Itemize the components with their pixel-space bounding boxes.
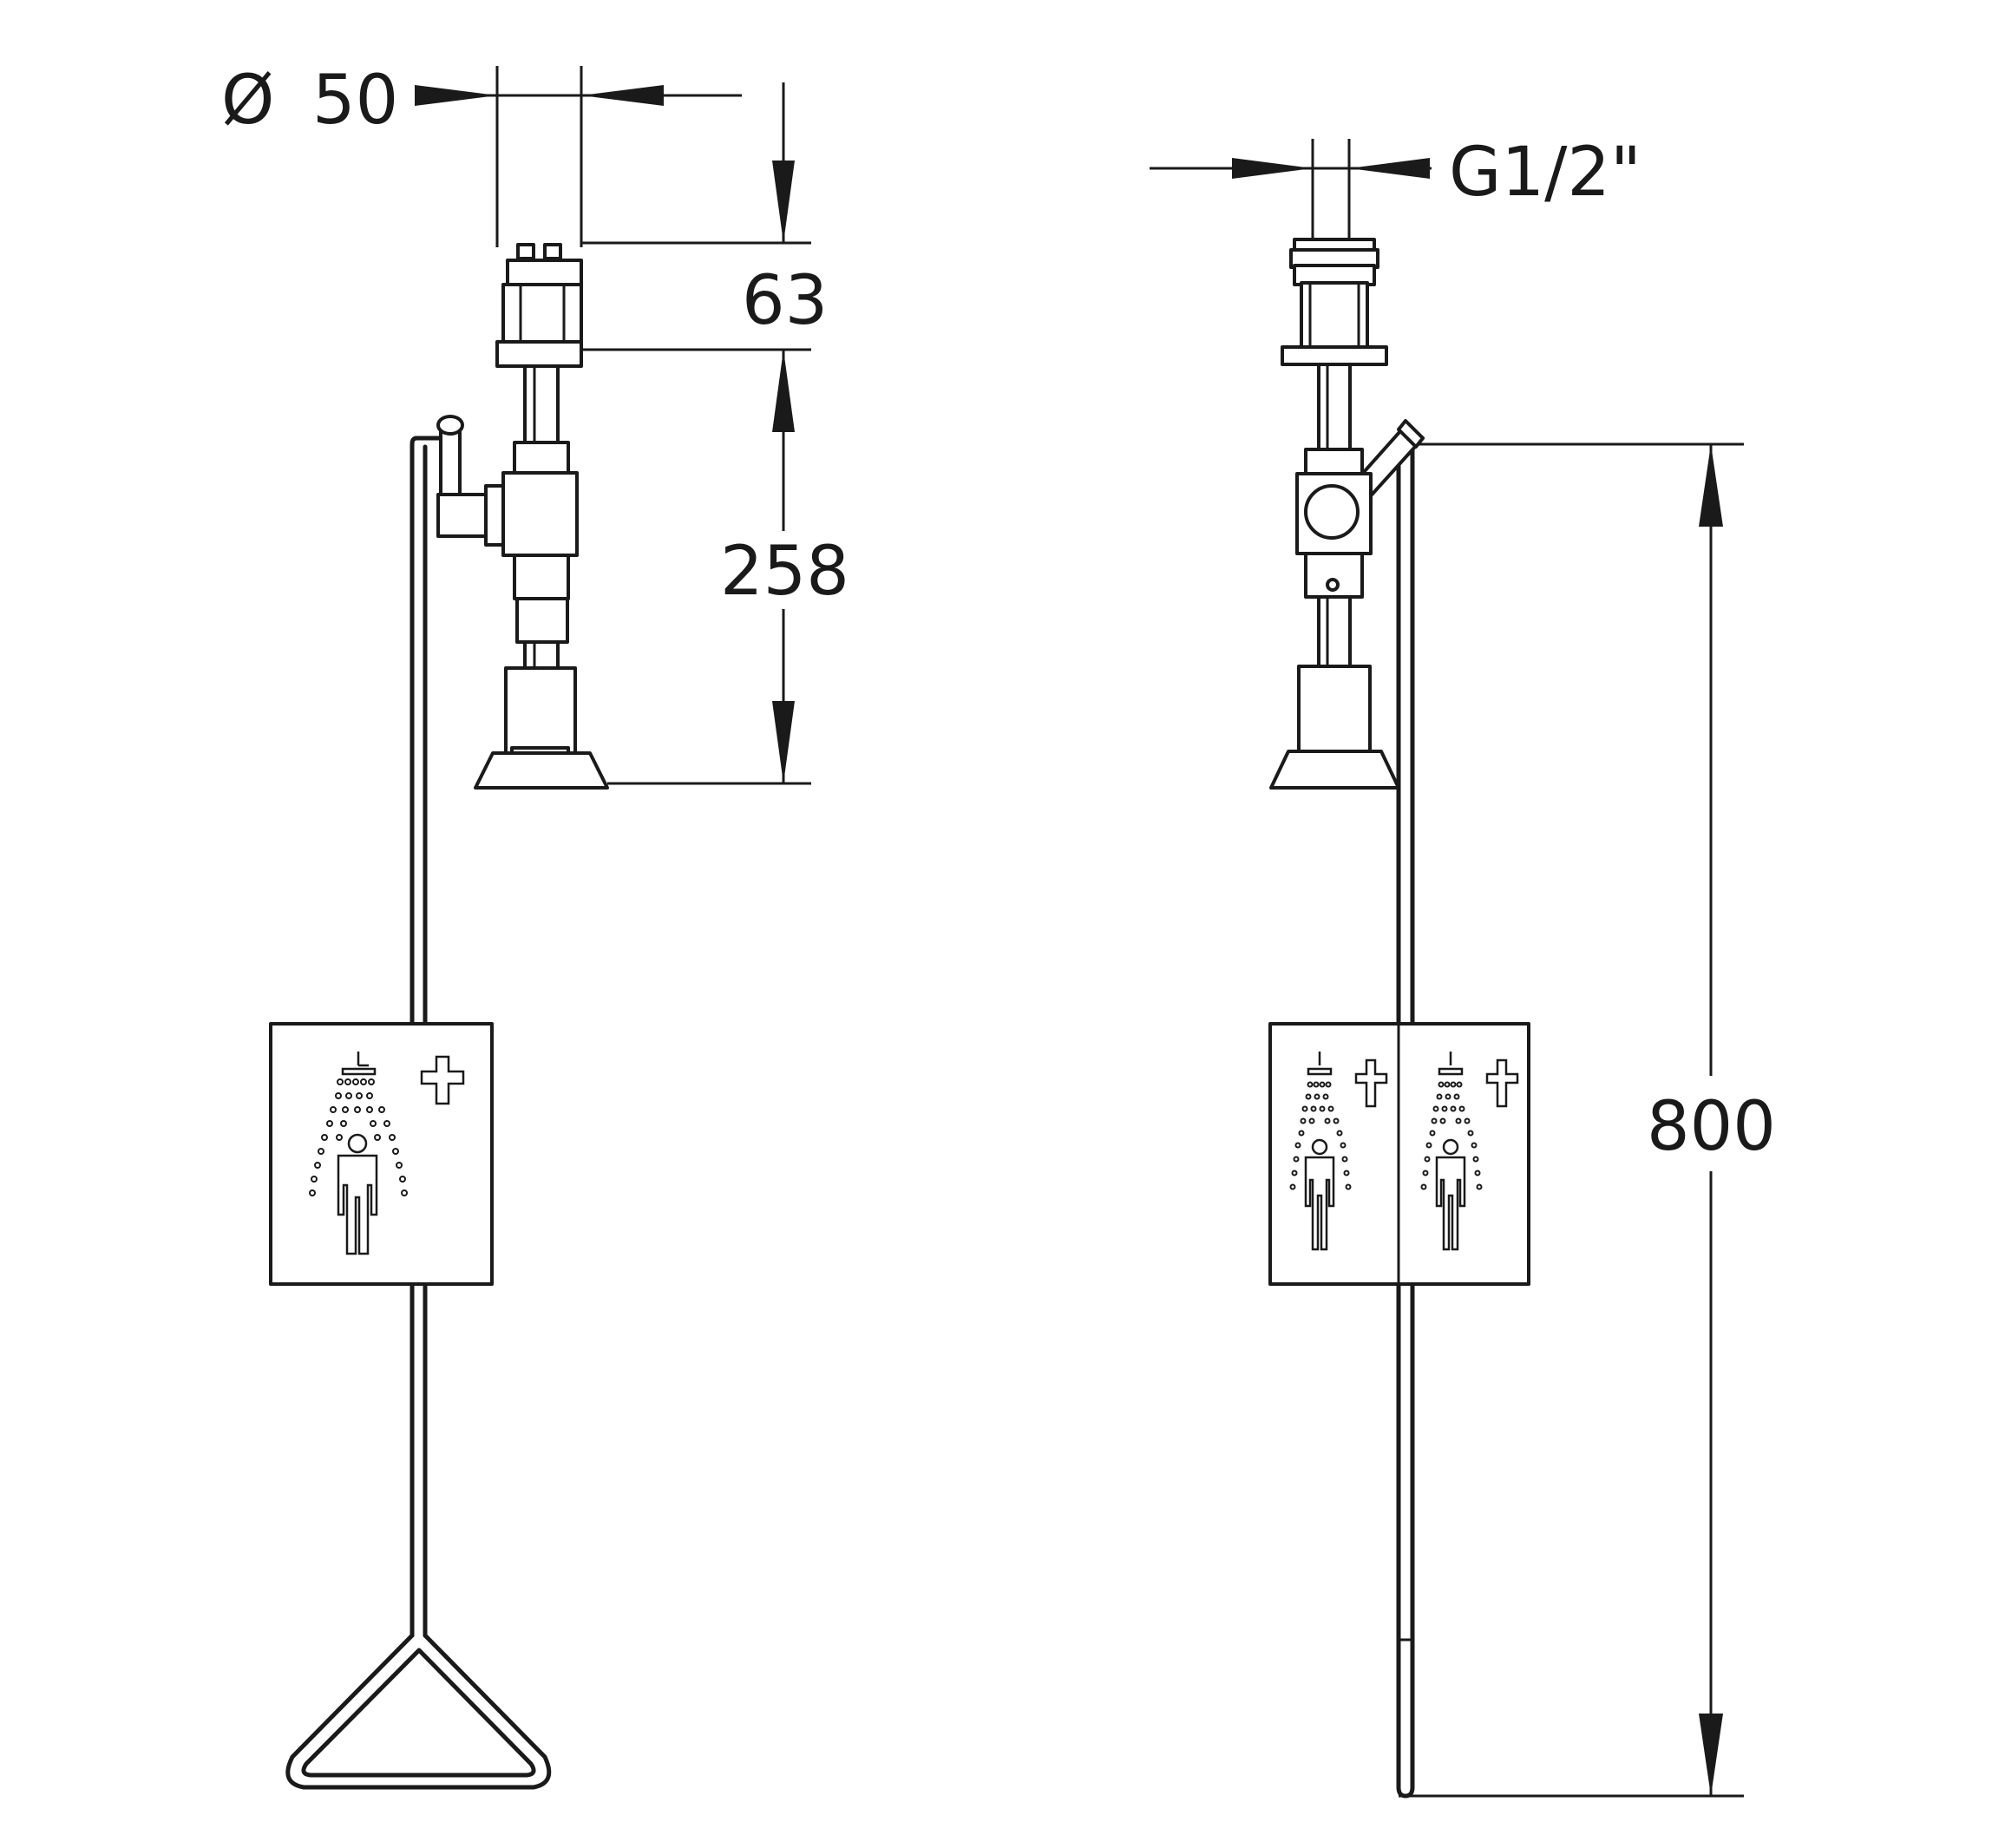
shower-head-assembly: [474, 243, 609, 790]
person-icon: [1435, 1138, 1466, 1251]
dimension-diameter: Ø 50: [221, 62, 742, 247]
diameter-symbol: Ø: [221, 62, 274, 140]
dimension-head-and-valve: 63 258: [581, 82, 855, 785]
head-height-value: 63: [742, 262, 828, 340]
pull-rod: [410, 436, 454, 1026]
side-safety-sign: [1268, 1022, 1530, 1286]
first-aid-cross-icon: [1485, 1058, 1519, 1108]
water-droplets: [1289, 1081, 1352, 1190]
triangle-pull-handle[interactable]: [285, 1633, 552, 1790]
dimension-total-height: 800: [1399, 442, 1783, 1798]
shower-icon: [341, 1052, 377, 1076]
safety-sign: [269, 1022, 494, 1286]
first-aid-cross-icon: [420, 1055, 465, 1105]
shower-icon: [1438, 1052, 1464, 1076]
side-rod: [1396, 431, 1415, 1799]
side-shower-head-assembly: [1269, 238, 1400, 790]
shower-icon: [1307, 1052, 1333, 1076]
dimension-thread: G1/2": [1150, 134, 1641, 243]
person-icon: [1304, 1138, 1335, 1251]
side-view: G1/2" 800: [1150, 134, 1783, 1799]
person-icon: [337, 1133, 378, 1255]
total-height-value: 800: [1647, 1088, 1776, 1166]
first-aid-cross-icon: [1354, 1058, 1388, 1108]
valve-height-value: 258: [720, 533, 849, 611]
water-droplets: [309, 1078, 408, 1196]
water-droplets: [1420, 1081, 1483, 1190]
diameter-value: 50: [312, 62, 398, 140]
thread-value: G1/2": [1449, 134, 1641, 212]
front-view: Ø 50 63 258: [221, 62, 855, 1790]
